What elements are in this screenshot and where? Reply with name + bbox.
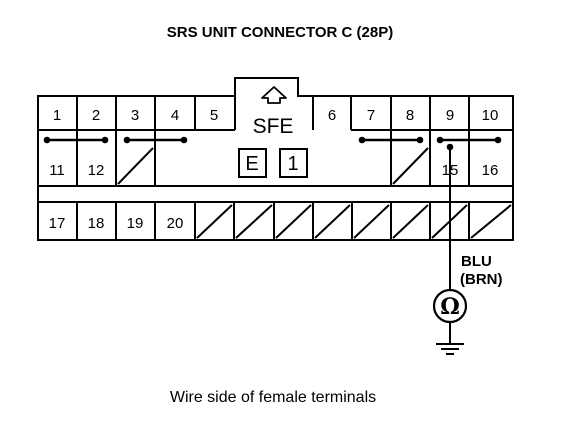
ohmmeter-icon: Ω <box>432 288 468 324</box>
pin-2: 2 <box>92 107 100 124</box>
ohm-symbol: Ω <box>440 294 460 320</box>
pin-17: 17 <box>49 215 66 232</box>
pin-10: 10 <box>482 107 499 124</box>
sfe-label: SFE <box>253 115 294 138</box>
diagram-title: SRS UNIT CONNECTOR C (28P) <box>167 24 393 41</box>
pin-9: 9 <box>446 107 454 124</box>
pin-5: 5 <box>210 107 218 124</box>
box-e-label: E <box>245 153 258 175</box>
lock-tab-arrow-icon <box>261 86 287 104</box>
pin-20: 20 <box>167 215 184 232</box>
connector-body <box>37 77 514 241</box>
pin-18: 18 <box>88 215 105 232</box>
pin-16: 16 <box>482 162 499 179</box>
pin-19: 19 <box>127 215 144 232</box>
pin-3: 3 <box>131 107 139 124</box>
probe-contact <box>446 143 454 151</box>
pin-1: 1 <box>53 107 61 124</box>
empty-cavity-marks <box>117 147 512 239</box>
box-e <box>238 148 267 178</box>
short-bar-dots <box>43 136 502 144</box>
box-1 <box>279 148 308 178</box>
pin-7: 7 <box>367 107 375 124</box>
pin-12: 12 <box>88 162 105 179</box>
pin-11: 11 <box>49 162 65 179</box>
box-1-label: 1 <box>287 153 298 175</box>
ground-icon <box>436 343 464 355</box>
pin-6: 6 <box>328 107 336 124</box>
pin-4: 4 <box>171 107 179 124</box>
diagram-caption: Wire side of female terminals <box>170 389 376 406</box>
wire-color-alt-label: (BRN) <box>460 271 503 288</box>
wire-color-label: BLU <box>461 253 492 270</box>
pin-8: 8 <box>406 107 414 124</box>
